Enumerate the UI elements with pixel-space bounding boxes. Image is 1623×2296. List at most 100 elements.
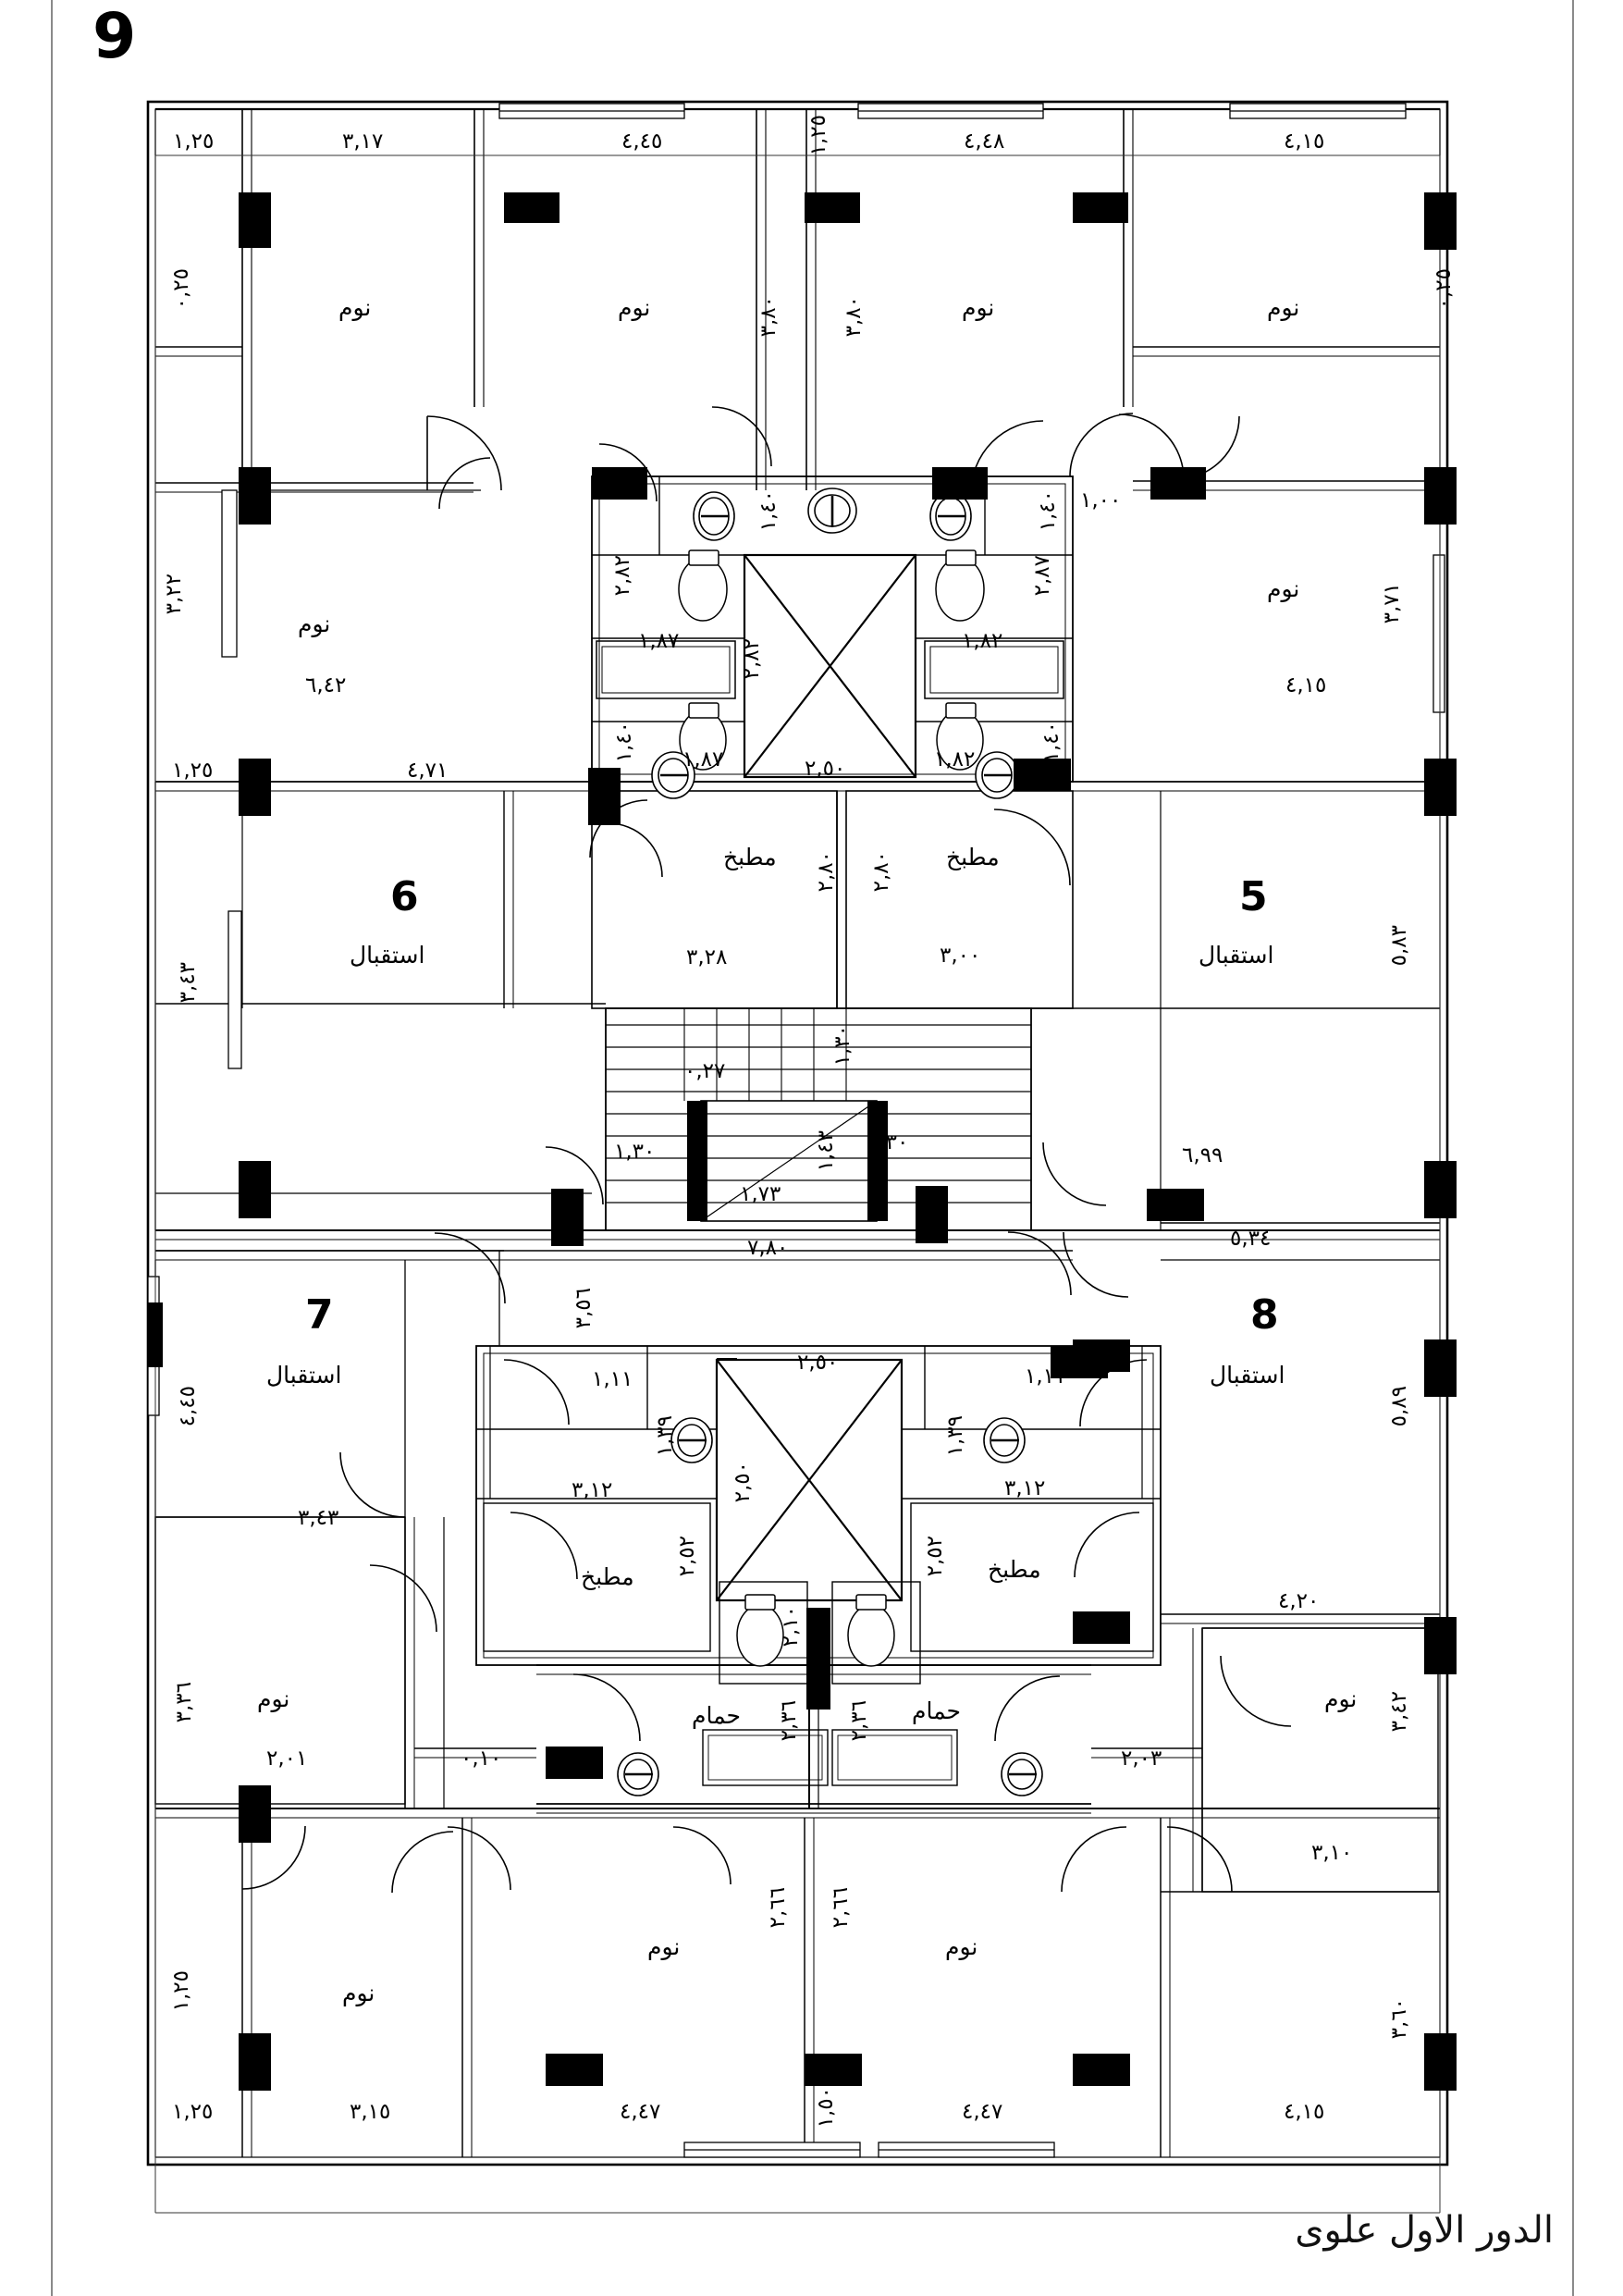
structural-column xyxy=(546,1747,603,1779)
dimension-top-1: ٣,١٧ xyxy=(342,130,384,154)
dimension-core-6: ١,٨٢ xyxy=(962,629,1003,653)
dimension-lcore-6: ٣,١٢ xyxy=(1004,1476,1046,1500)
room-label-bedroom: نوم xyxy=(647,1933,681,1960)
dimension-right-7: ٤,٢٠ xyxy=(1278,1589,1320,1613)
dimension-lcore-15: ٢,٦٦ xyxy=(829,1887,853,1929)
dimension-lcore-5: ٣,١٢ xyxy=(572,1478,613,1502)
dimension-bottom-1: ٣,١٥ xyxy=(350,2100,391,2124)
structural-column xyxy=(239,759,271,816)
structural-column xyxy=(1073,1339,1130,1372)
dimension-left-2: ١,٢٥ xyxy=(172,759,214,783)
structural-column xyxy=(1073,192,1128,223)
dimension-lcore-14: ٢,٦٦ xyxy=(766,1887,790,1929)
dimension-top-3: ١,٢٥ xyxy=(806,115,830,156)
structural-column xyxy=(1073,1611,1130,1644)
room-label-bedroom: نوم xyxy=(1267,575,1300,602)
dimension-left-9: ٢,٠١ xyxy=(266,1747,308,1771)
dimension-lcore-3: ١,٣٩ xyxy=(653,1415,677,1457)
dimension-right-2: ٤,١٥ xyxy=(1285,673,1327,697)
dimension-bottom-4: ٤,٤٧ xyxy=(962,2100,1003,2124)
room-label-bedroom: نوم xyxy=(298,611,331,637)
room-label-bedroom: نوم xyxy=(1324,1685,1358,1712)
dimension-core-4: ٢,٨٧ xyxy=(1030,555,1054,597)
room-label-reception-7: استقبال xyxy=(266,1362,342,1389)
dimension-stair-1: ١,٣٠ xyxy=(830,1025,855,1067)
dimension-core-0: ٣,٨٠ xyxy=(756,296,781,338)
room-label-bedroom: نوم xyxy=(338,294,372,321)
dimension-right-4: ٦,٩٩ xyxy=(1182,1143,1223,1167)
dimension-lcore-1: ١,١١ xyxy=(592,1367,633,1391)
dimension-core-11: ١,٤٠ xyxy=(612,722,636,763)
dimension-lcore-9: ٢,٥٢ xyxy=(923,1536,947,1577)
room-label-kitchen: مطبخ xyxy=(581,1563,634,1590)
dimension-stair-6: ٧,٨٠ xyxy=(747,1236,789,1260)
dimension-core-5: ١,٨٧ xyxy=(638,629,680,653)
dimension-stair-3: ١,٣٠ xyxy=(867,1130,909,1154)
structural-column xyxy=(588,768,621,825)
dimension-core-3: ٢,٨٢ xyxy=(610,555,634,597)
dimension-core-17: ٣,٢٨ xyxy=(686,945,728,969)
structural-column xyxy=(1424,467,1457,525)
dimension-core-7: ٢,٨٢ xyxy=(740,638,764,680)
dimension-right-10: ٣,١٠ xyxy=(1311,1841,1353,1865)
structural-column xyxy=(1073,2054,1130,2086)
structural-column xyxy=(1150,467,1206,500)
structural-column xyxy=(687,1101,707,1221)
dimension-left-0: ٠,٢٥ xyxy=(169,268,193,310)
dimension-core-10: ١,٨٢ xyxy=(934,747,976,772)
structural-column xyxy=(932,467,988,500)
room-label-reception-6: استقبال xyxy=(350,942,425,969)
dimension-core-12: ١,٤٠ xyxy=(1039,722,1064,763)
dimension-bottom-3: ١,٥٠ xyxy=(814,2087,838,2129)
room-label-reception-8: استقبال xyxy=(1210,1362,1285,1389)
room-label-bathroom: حمام xyxy=(912,1697,962,1724)
room-label-bedroom: نوم xyxy=(257,1685,290,1712)
dimension-left-6: ٤,٤٥ xyxy=(176,1386,200,1427)
dimension-lcore-13: ٣,٥٦ xyxy=(572,1288,596,1329)
dimension-top-4: ٤,٤٨ xyxy=(964,130,1005,154)
dimension-left-3: ٤,٧١ xyxy=(407,759,449,783)
dimension-lcore-0: ٢,٥٠ xyxy=(797,1351,839,1375)
dimension-core-2: ١,٠٠ xyxy=(1080,488,1122,512)
dimension-lcore-2: ١,١١ xyxy=(1025,1364,1066,1389)
dimension-left-1: ٣,٢٢ xyxy=(162,574,186,615)
room-label-bedroom: نوم xyxy=(962,294,995,321)
page-border-right xyxy=(1572,0,1574,2296)
dimension-top-2: ٤,٤٥ xyxy=(621,130,663,154)
page-number: 9 xyxy=(92,0,137,73)
dimension-lcore-11: ٢,٣٦ xyxy=(777,1700,801,1742)
dimension-top-0: ١,٢٥ xyxy=(173,130,215,154)
structural-column xyxy=(1424,759,1457,816)
dimension-left-5: ٣,٤٣ xyxy=(176,962,200,1004)
structural-column xyxy=(1424,192,1457,250)
dimension-right-1: ٣,٧١ xyxy=(1380,583,1404,624)
structural-column xyxy=(867,1101,888,1221)
dimension-stair-4: ١,٧٣ xyxy=(740,1182,781,1206)
structural-column xyxy=(592,467,647,500)
structural-column xyxy=(546,2054,603,2086)
room-label-reception-5: استقبال xyxy=(1199,942,1274,969)
dimension-core-16: ٢,٨٠ xyxy=(869,851,893,893)
dimension-stair-5: ١,٤٣ xyxy=(814,1130,838,1172)
room-label-bathroom: حمام xyxy=(692,1702,742,1729)
dimension-top-5: ٤,١٥ xyxy=(1284,130,1325,154)
dimension-core-8: ١,٨٧ xyxy=(682,747,724,772)
dimension-lcore-10: ٢,١٠ xyxy=(779,1606,803,1648)
apartment-number-5: 5 xyxy=(1239,873,1268,920)
dimension-core-15: ٢,٨٠ xyxy=(814,851,838,893)
dimension-left-10: ٠,١٠ xyxy=(461,1747,502,1771)
dimension-core-9: ٢,٥٠ xyxy=(805,757,846,781)
dimension-right-0: ٠,٢٥ xyxy=(1432,268,1456,310)
dimension-left-8: ٣,٣٦ xyxy=(172,1682,196,1723)
room-label-bedroom: نوم xyxy=(342,1980,375,2006)
room-label-bedroom: نوم xyxy=(945,1933,978,1960)
structural-column xyxy=(1424,2033,1457,2091)
apartment-number-7: 7 xyxy=(305,1291,334,1339)
room-label-bedroom: نوم xyxy=(618,294,651,321)
structural-column xyxy=(1424,1161,1457,1218)
structural-column xyxy=(805,192,860,223)
room-label-kitchen: مطبخ xyxy=(988,1556,1041,1583)
dimension-lcore-7: ٢,٥٠ xyxy=(731,1462,755,1503)
